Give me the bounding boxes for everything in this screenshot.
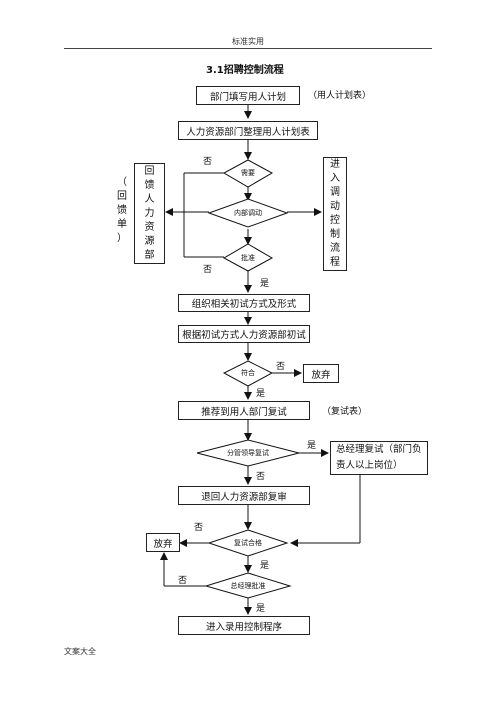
decision-pass: 复试合格 bbox=[234, 539, 262, 547]
node-feedback-hr: 回 馈 人 力 资 源 部 bbox=[134, 163, 165, 264]
node-dept-plan: 部门填写用人计划 bbox=[196, 86, 300, 105]
label-qualify-yes: 是 bbox=[256, 389, 266, 399]
decision-qualify: 符合 bbox=[241, 369, 255, 377]
decision-leader: 分管领导复试 bbox=[227, 449, 269, 457]
note-recheck-form: （复试表） bbox=[322, 407, 368, 417]
node-recommend: 推荐到用人部门复试 bbox=[178, 401, 310, 420]
decision-internal-shape bbox=[207, 198, 289, 228]
decision-approve-shape bbox=[222, 243, 274, 272]
label-approve-no: 否 bbox=[203, 265, 213, 275]
decision-approve: 批准 bbox=[241, 254, 255, 262]
node-return-hr: 退回人力资源部复审 bbox=[178, 486, 310, 505]
note-feedback-form: （ 回 馈 单 ） bbox=[117, 177, 127, 244]
label-gm-approve-yes: 是 bbox=[256, 604, 266, 614]
node-hr-organize: 人力资源部门整理用人计划表 bbox=[178, 121, 318, 140]
label-qualify-no: 否 bbox=[276, 362, 286, 372]
node-give-up-1: 放弃 bbox=[303, 364, 339, 383]
header-rule bbox=[64, 48, 432, 49]
node-transfer-process: 进 入 调 动 控 制 流 程 bbox=[323, 157, 347, 271]
label-pass-no: 否 bbox=[194, 523, 204, 533]
decision-qualify-shape bbox=[222, 360, 274, 387]
decision-pass-shape bbox=[207, 529, 289, 557]
page-header: 标准实用 bbox=[232, 37, 264, 46]
label-need-no: 否 bbox=[203, 157, 213, 167]
decision-internal: 内部调动 bbox=[234, 209, 262, 217]
label-leader-yes: 是 bbox=[307, 441, 317, 451]
note-plan-form: （用人计划表） bbox=[308, 91, 372, 101]
label-approve-yes: 是 bbox=[260, 279, 270, 289]
diagram-title: 3.1招聘控制流程 bbox=[206, 65, 284, 76]
node-initial-test: 根据初试方式人力资源部初试 bbox=[178, 325, 310, 343]
decision-gm-approve: 总经理批准 bbox=[230, 582, 266, 590]
page-footer: 文案大全 bbox=[64, 647, 96, 656]
label-gm-approve-no: 否 bbox=[178, 576, 188, 586]
decision-need: 需要 bbox=[241, 169, 255, 177]
node-gm-recheck: 总经理复试（部门负 责人以上岗位） bbox=[330, 441, 428, 475]
label-leader-no: 否 bbox=[256, 472, 266, 482]
decision-leader-shape bbox=[196, 439, 300, 467]
decision-gm-approve-shape bbox=[204, 572, 292, 599]
label-pass-yes: 是 bbox=[260, 561, 270, 571]
node-organize-test: 组织相关初试方式及形式 bbox=[178, 294, 310, 312]
decision-need-shape bbox=[222, 159, 274, 188]
node-enter-hire: 进入录用控制程序 bbox=[178, 616, 310, 635]
node-give-up-2: 放弃 bbox=[146, 533, 180, 552]
